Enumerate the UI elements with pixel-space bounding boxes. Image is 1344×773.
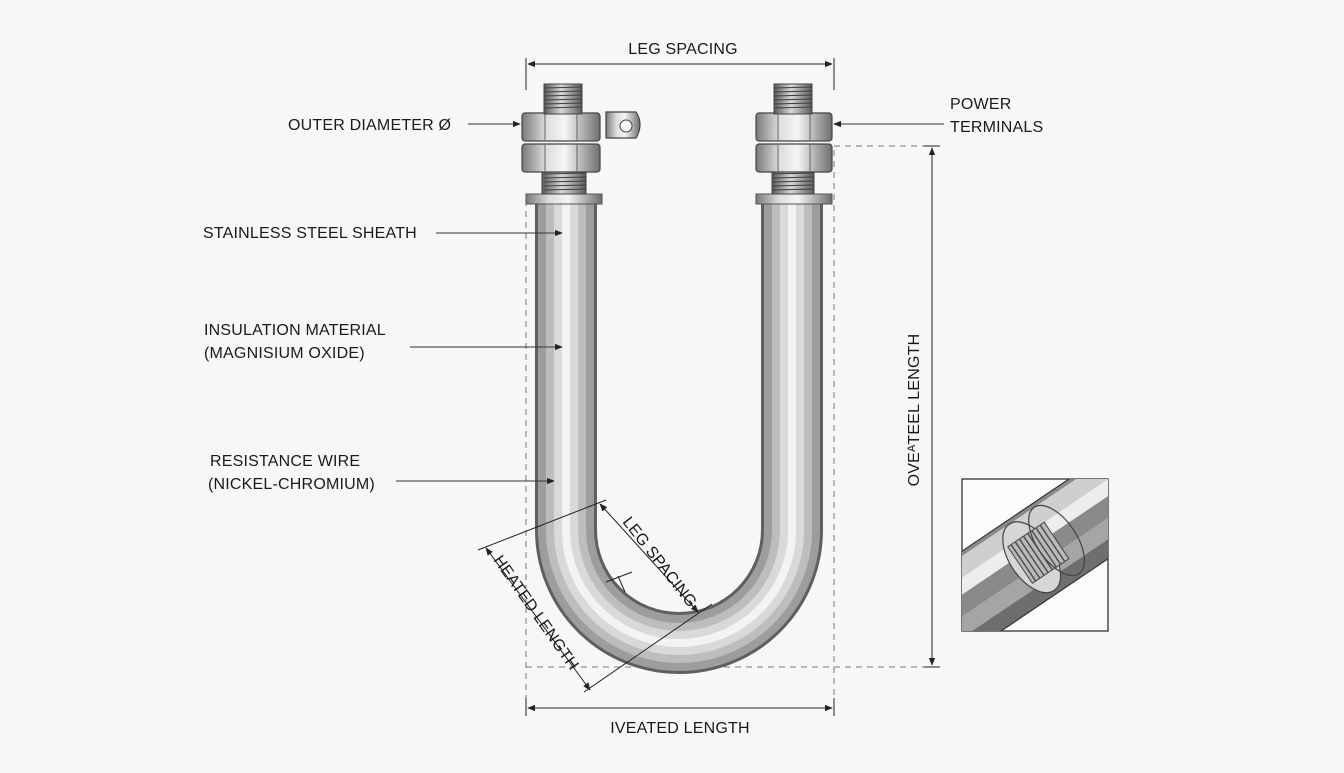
resistance-label-1: RESISTANCE WIRE [210,453,360,470]
left-terminal [521,83,641,205]
cutaway-detail-inset [961,478,1109,632]
resistance-label-2: (NICKEL-CHROMIUM) [208,476,375,493]
right-terminal [755,83,833,205]
power-terminals-label-2: TERMINALS [950,119,1043,136]
outer-diameter-callout: OUTER DIAMETER Ø [288,117,521,134]
stainless-sheath-callout: STAINLESS STEEL SHEATH [203,225,563,242]
bottom-length-label: IVEATED LENGTH [610,720,749,737]
leg-spacing-bend-label: LEG SPACING [619,514,700,611]
stainless-sheath-label: STAINLESS STEEL SHEATH [203,225,417,242]
insulation-label-2: (MAGNISIUM OXIDE) [204,345,365,362]
power-terminals-label-1: POWER [950,96,1011,113]
leg-spacing-top-label: LEG SPACING [628,41,738,58]
power-terminals-callout: POWER TERMINALS [833,96,1043,136]
bottom-length-dimension: IVEATED LENGTH [525,698,835,737]
resistance-wire-callout: RESISTANCE WIRE (NICKEL-CHROMIUM) [208,453,555,493]
insulation-label-1: INSULATION MATERIAL [204,322,386,339]
insulation-callout: INSULATION MATERIAL (MAGNISIUM OXIDE) [204,322,563,362]
leg-spacing-top-dimension: LEG SPACING [527,41,833,68]
overall-length-dimension: OVEᴬTEEL LENGTH [906,145,940,668]
overall-length-label: OVEᴬTEEL LENGTH [906,334,923,487]
outer-diameter-label: OUTER DIAMETER Ø [288,117,451,134]
